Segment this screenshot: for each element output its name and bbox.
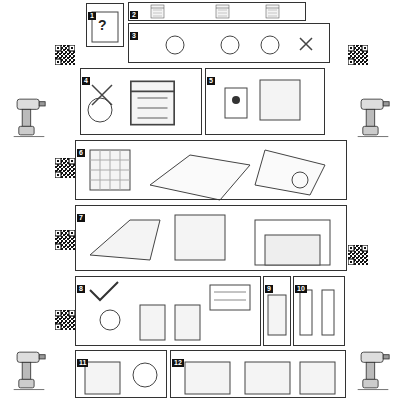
step-panel: 12 <box>170 350 346 398</box>
step-number: 12 <box>172 359 184 367</box>
step-panel: 3 <box>128 23 330 63</box>
step-panel: 5 <box>205 68 325 135</box>
step-number: 10 <box>295 285 307 293</box>
step-number: 5 <box>207 77 215 85</box>
step-number: 11 <box>77 359 88 367</box>
step-panel: 10 <box>293 276 345 346</box>
step-number: 4 <box>82 77 90 85</box>
step-number: 8 <box>77 285 85 293</box>
step-number: 3 <box>130 32 138 40</box>
step-panel: 9 <box>263 276 291 346</box>
question-mark: ? <box>98 17 107 33</box>
step-number: 7 <box>77 214 85 222</box>
step-panel: 8 <box>75 276 261 346</box>
step-panel: 4 <box>80 68 202 135</box>
step-panel: 6 <box>75 140 347 200</box>
step-number: 9 <box>265 285 273 293</box>
step-panel: 2 <box>128 2 306 21</box>
step-number: 6 <box>77 149 85 157</box>
step-panel: 11 <box>75 350 167 398</box>
step-panel: 7 <box>75 205 347 271</box>
step-number: 1 <box>88 12 96 20</box>
step-number: 2 <box>130 11 138 19</box>
